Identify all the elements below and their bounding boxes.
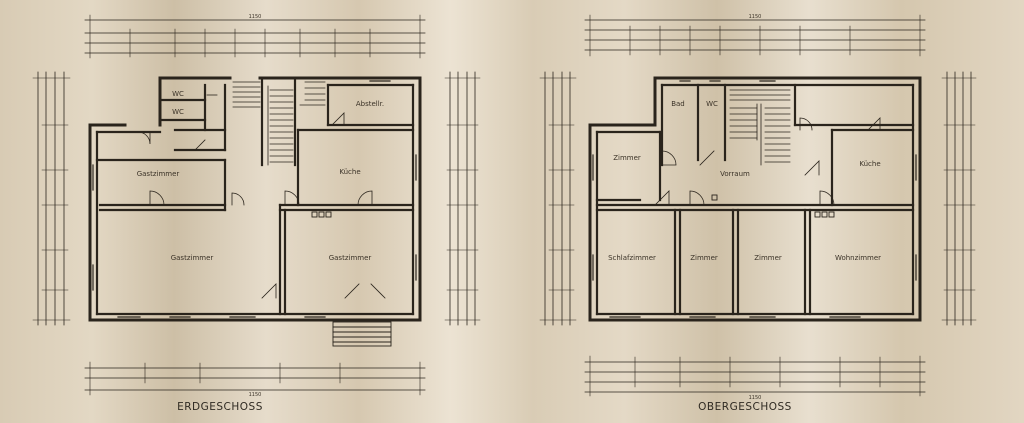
room-label-gastzimmer-small: Gastzimmer xyxy=(137,170,180,178)
upper-inner-walls xyxy=(595,83,915,316)
upper-left-dimension-lines xyxy=(539,71,577,326)
room-label-vorraum: Vorraum xyxy=(720,170,750,178)
ground-staircase xyxy=(232,81,326,166)
ground-top-dimension-lines xyxy=(84,14,426,59)
ground-windows xyxy=(92,80,417,318)
upper-top-dimension-lines xyxy=(584,14,926,57)
upper-floor-plan xyxy=(539,14,977,397)
dimension-labels: 1150 1150 1150 1150 xyxy=(249,14,762,401)
upper-windows xyxy=(592,80,917,318)
upper-room-labels: Bad WC Zimmer Vorraum Küche Schlafzimmer… xyxy=(608,100,881,413)
upper-floor-title: OBERGESCHOSS xyxy=(698,401,792,413)
upper-right-dimension-lines xyxy=(941,71,977,326)
ground-entrance-steps xyxy=(332,321,392,347)
room-label-bad: Bad xyxy=(671,100,685,108)
room-label-wc: WC xyxy=(706,100,718,108)
upper-bottom-total-dimension: 1150 xyxy=(749,395,762,401)
room-label-zimmer-mid2: Zimmer xyxy=(754,254,782,262)
upper-chimneys xyxy=(711,194,835,218)
ground-bottom-total-dimension: 1150 xyxy=(249,392,262,398)
room-label-wc-upper: WC xyxy=(172,90,184,98)
upper-top-total-dimension: 1150 xyxy=(749,14,762,20)
room-label-schlafzimmer: Schlafzimmer xyxy=(608,254,656,262)
ground-floor-title: ERDGESCHOSS xyxy=(177,401,263,413)
ground-room-labels: WC WC Abstellr. Gastzimmer Küche Gastzim… xyxy=(137,90,384,413)
upper-outer-walls xyxy=(588,76,922,322)
room-label-kuche: Küche xyxy=(339,168,360,176)
ground-outer-walls xyxy=(88,76,422,322)
room-label-gastzimmer-large: Gastzimmer xyxy=(171,254,214,262)
room-label-wohnzimmer: Wohnzimmer xyxy=(835,254,881,262)
ground-right-dimension-lines xyxy=(444,71,481,326)
ground-top-total-dimension: 1150 xyxy=(249,14,262,20)
room-label-abstellraum: Abstellr. xyxy=(356,100,384,108)
ground-inner-walls xyxy=(95,76,415,316)
ground-chimneys xyxy=(311,211,332,218)
room-label-gastzimmer-right: Gastzimmer xyxy=(329,254,372,262)
ground-left-dimension-lines xyxy=(32,71,71,326)
upper-staircase xyxy=(729,89,791,166)
upper-bottom-dimension-lines xyxy=(584,355,926,397)
room-label-zimmer-mid1: Zimmer xyxy=(690,254,718,262)
room-label-kuche-upper: Küche xyxy=(859,160,880,168)
ground-floor-plan xyxy=(32,14,481,396)
ground-bottom-dimension-lines xyxy=(84,361,426,396)
upper-doors xyxy=(654,117,881,206)
room-label-wc-lower: WC xyxy=(172,108,184,116)
ground-doors xyxy=(137,94,386,299)
room-label-zimmer-left: Zimmer xyxy=(613,154,641,162)
